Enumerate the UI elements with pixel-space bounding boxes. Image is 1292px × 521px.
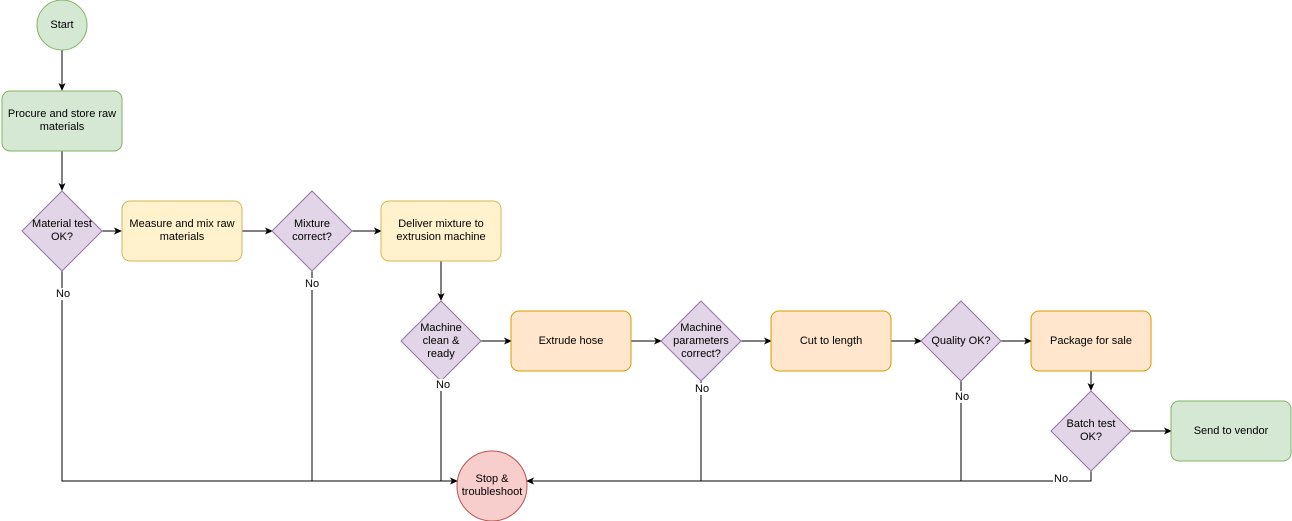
no-label-quality: No xyxy=(954,391,971,403)
send-vendor-node xyxy=(1170,400,1292,462)
machine-clean-decision xyxy=(400,300,482,382)
mixture-correct-decision xyxy=(271,190,353,272)
measure-mix-node xyxy=(121,200,243,262)
no-label-batch: No xyxy=(1053,473,1070,485)
stop-node xyxy=(456,450,528,521)
no-label-machine-params: No xyxy=(694,383,711,395)
machine-params-decision xyxy=(660,300,742,382)
batch-test-decision xyxy=(1050,390,1132,472)
no-label-mixture: No xyxy=(304,278,321,290)
package-node xyxy=(1030,310,1152,372)
edge-no-batch-stop xyxy=(526,471,1092,485)
procure-node xyxy=(1,90,123,152)
material-test-decision xyxy=(21,190,103,272)
extrude-node xyxy=(510,310,632,372)
no-label-machine-clean: No xyxy=(435,379,452,391)
start-node xyxy=(36,0,88,51)
cut-node xyxy=(770,310,892,372)
deliver-node xyxy=(380,200,502,262)
edge-no-material-stop xyxy=(61,271,458,485)
no-label-material: No xyxy=(55,288,72,300)
quality-decision xyxy=(920,300,1002,382)
